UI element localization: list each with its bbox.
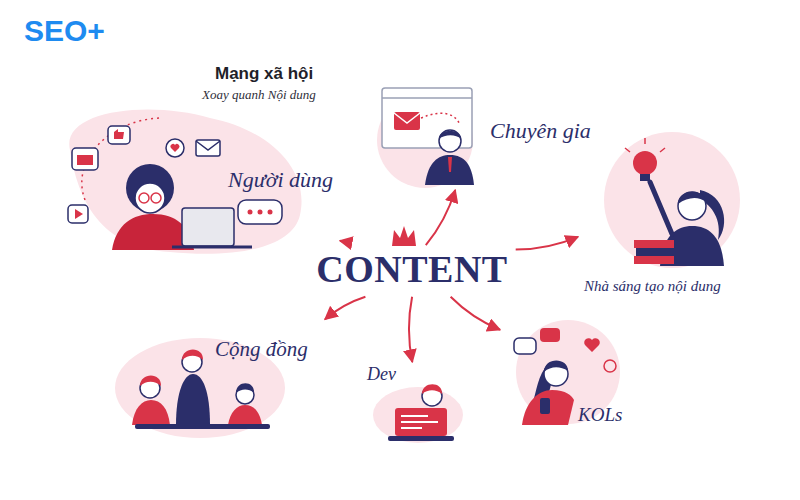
envelope <box>394 112 420 130</box>
role-group: Người dùng <box>50 105 340 255</box>
play-icon <box>68 205 88 223</box>
screen <box>395 408 447 436</box>
brand-logo: SEO+ <box>24 14 105 48</box>
connector-arrow <box>340 241 350 245</box>
topic-word: CONTENT <box>316 248 507 292</box>
phone <box>540 398 550 414</box>
mail-icon <box>196 140 220 156</box>
laptop <box>182 208 234 246</box>
book <box>636 248 674 256</box>
speech-bubble <box>514 338 536 354</box>
mail-icon <box>196 141 220 150</box>
role-group: Dev <box>355 362 470 448</box>
photo-icon <box>77 155 93 165</box>
body <box>176 374 210 425</box>
laptop <box>172 246 252 249</box>
role-label: Cộng đồng <box>215 337 308 361</box>
crown <box>392 226 416 246</box>
lightbulb <box>633 151 657 175</box>
central-topic: CONTENT <box>308 245 515 297</box>
connector-arrow <box>325 297 365 320</box>
code-line <box>401 415 428 417</box>
role-label: Chuyên gia <box>490 118 591 143</box>
creator-illustration <box>604 132 740 268</box>
expert-illustration <box>377 88 474 188</box>
ray <box>660 148 665 152</box>
browser-bar <box>382 97 472 99</box>
book <box>634 256 674 264</box>
connector-arrow <box>516 237 578 250</box>
role-label: Người dùng <box>228 167 333 192</box>
body <box>228 405 262 425</box>
dotted-arc <box>421 113 460 125</box>
heart <box>584 338 600 352</box>
subtitle-note: Xoay quanh Nội dung <box>202 87 316 103</box>
speech-bubble <box>540 328 560 342</box>
hair <box>126 164 174 212</box>
blob <box>373 387 463 443</box>
lightbulb-base <box>640 174 650 181</box>
photo-icon <box>72 148 98 170</box>
dot <box>258 210 263 215</box>
hair <box>422 384 442 394</box>
role-label: KOLs <box>578 404 622 426</box>
hair <box>439 131 461 139</box>
glasses <box>139 193 149 203</box>
face <box>135 183 165 213</box>
tie <box>448 157 452 172</box>
book <box>634 240 674 248</box>
arm <box>650 182 672 234</box>
suit <box>425 155 474 185</box>
table <box>135 424 270 429</box>
role-group: KOLs <box>500 320 650 440</box>
body <box>132 400 170 425</box>
blob <box>604 132 740 268</box>
head <box>439 130 461 152</box>
hair <box>236 383 254 393</box>
hair <box>678 192 706 204</box>
code-line <box>401 427 422 429</box>
heart-icon <box>166 139 184 157</box>
play-icon <box>75 209 83 219</box>
keyboard <box>388 436 454 441</box>
ray <box>644 138 646 144</box>
connector-arrow <box>426 190 455 245</box>
heart-icon <box>171 144 180 152</box>
role-label: Dev <box>367 364 396 385</box>
hair <box>182 350 203 361</box>
dot <box>268 210 273 215</box>
hair <box>544 361 568 372</box>
role-group: Nhà sáng tạo nội dung <box>578 128 770 306</box>
role-group: Chuyên gia <box>370 78 600 190</box>
connector-arrow <box>409 297 412 362</box>
dev-illustration <box>373 384 463 443</box>
role-label: Nhà sáng tạo nội dung <box>584 278 721 295</box>
role-group: Cộng đồng <box>115 315 325 440</box>
glasses <box>151 193 161 203</box>
hair <box>140 376 161 387</box>
diagram-title: Mạng xã hội <box>215 64 313 84</box>
body <box>522 390 574 425</box>
envelope <box>394 113 420 123</box>
like-icon <box>114 129 124 139</box>
connector-arrow <box>451 297 500 330</box>
ring <box>604 360 616 372</box>
like-icon <box>108 126 130 144</box>
ray <box>625 148 630 152</box>
dot <box>248 210 253 215</box>
code-line <box>401 421 438 423</box>
head <box>678 192 706 220</box>
speech-bubble <box>238 200 282 224</box>
